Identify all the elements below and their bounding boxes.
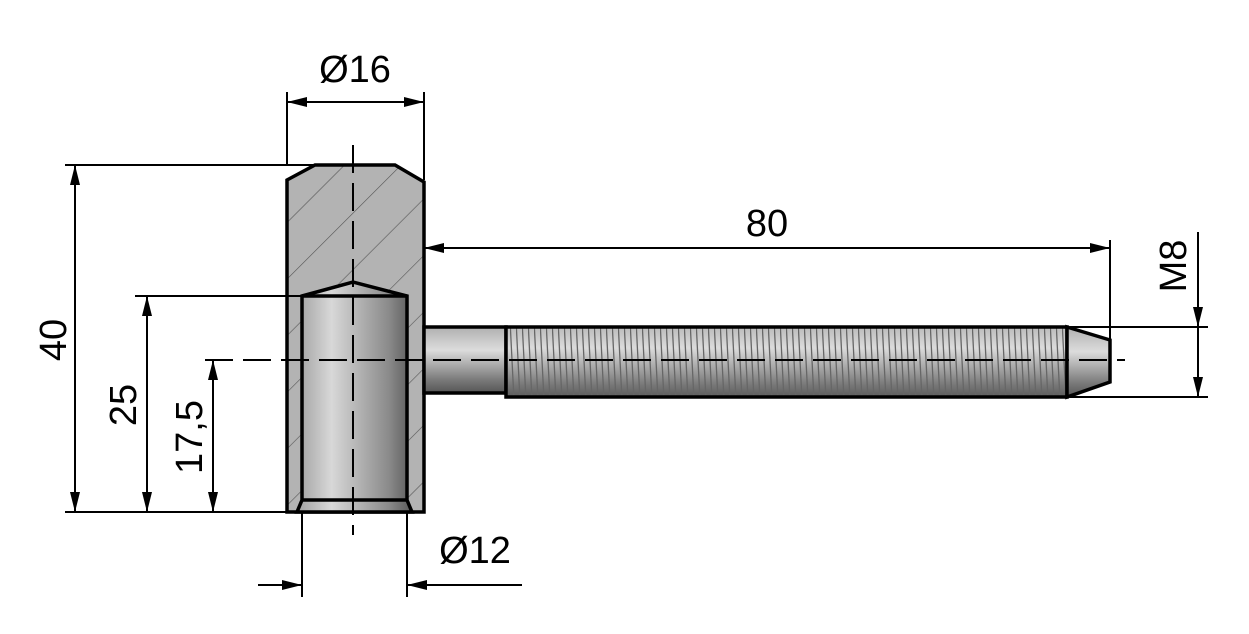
dim-thread-size: M8	[1153, 240, 1195, 293]
dimension-lines	[65, 92, 1208, 597]
threaded-pin	[422, 324, 1112, 400]
dim-axis-height: 17,5	[169, 400, 211, 474]
dim-bore-depth: 25	[103, 384, 145, 426]
dim-head-diameter: Ø16	[319, 49, 391, 91]
hinge-head-section	[285, 163, 426, 514]
dim-total-height: 40	[33, 319, 75, 361]
dim-thread-length: 80	[746, 203, 788, 245]
dim-bore-diameter: Ø12	[439, 530, 511, 572]
